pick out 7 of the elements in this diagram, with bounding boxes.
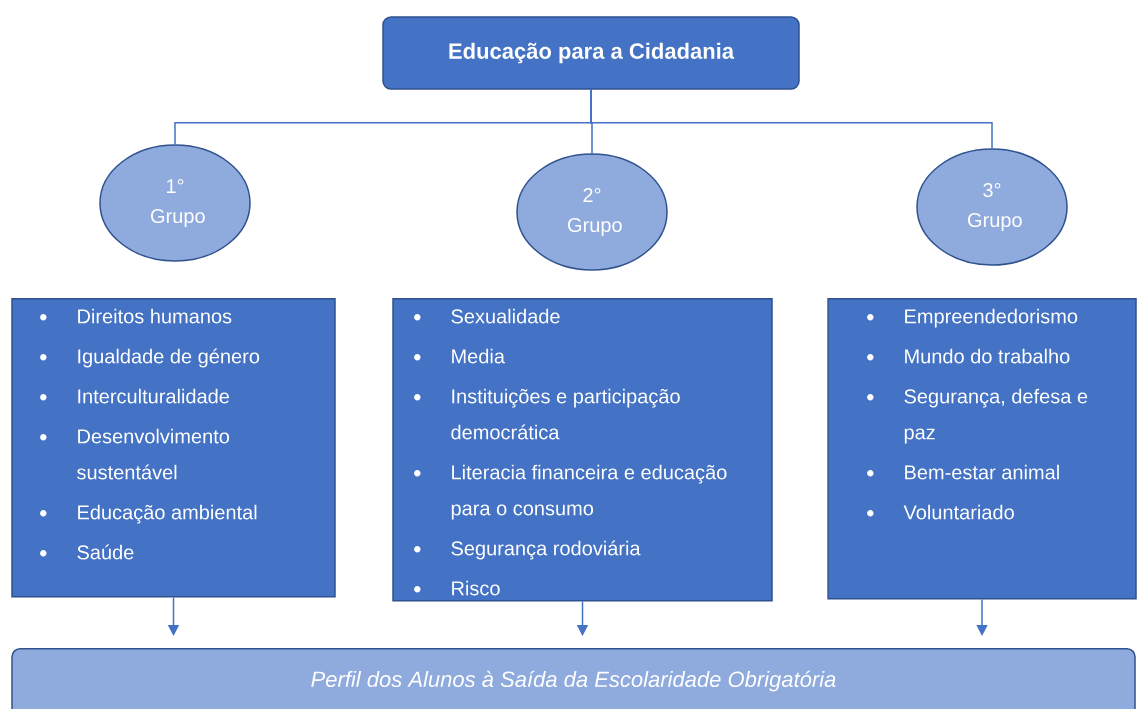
connector xyxy=(590,89,993,149)
topic-list-box: Sexualidade Media Instituições e participação democrática Literacia financeira e educação para o consumo Segurança rodoviária Risco xyxy=(392,298,773,602)
connector xyxy=(976,598,988,636)
profile-banner: Perfil dos Alunos à Saída da Escolaridade Obrigatória xyxy=(11,648,1136,709)
title-box: Educação para a Cidadania xyxy=(382,16,800,90)
topic-list-box: Direitos humanos Igualdade de género Interculturalidade Desenvolvimento sustentável Educação ambiental Saúde xyxy=(11,298,336,598)
topic-list-box: Empreendedorismo Mundo do trabalho Segurança, defesa e paz Bem-estar animal Voluntariado xyxy=(827,298,1137,600)
